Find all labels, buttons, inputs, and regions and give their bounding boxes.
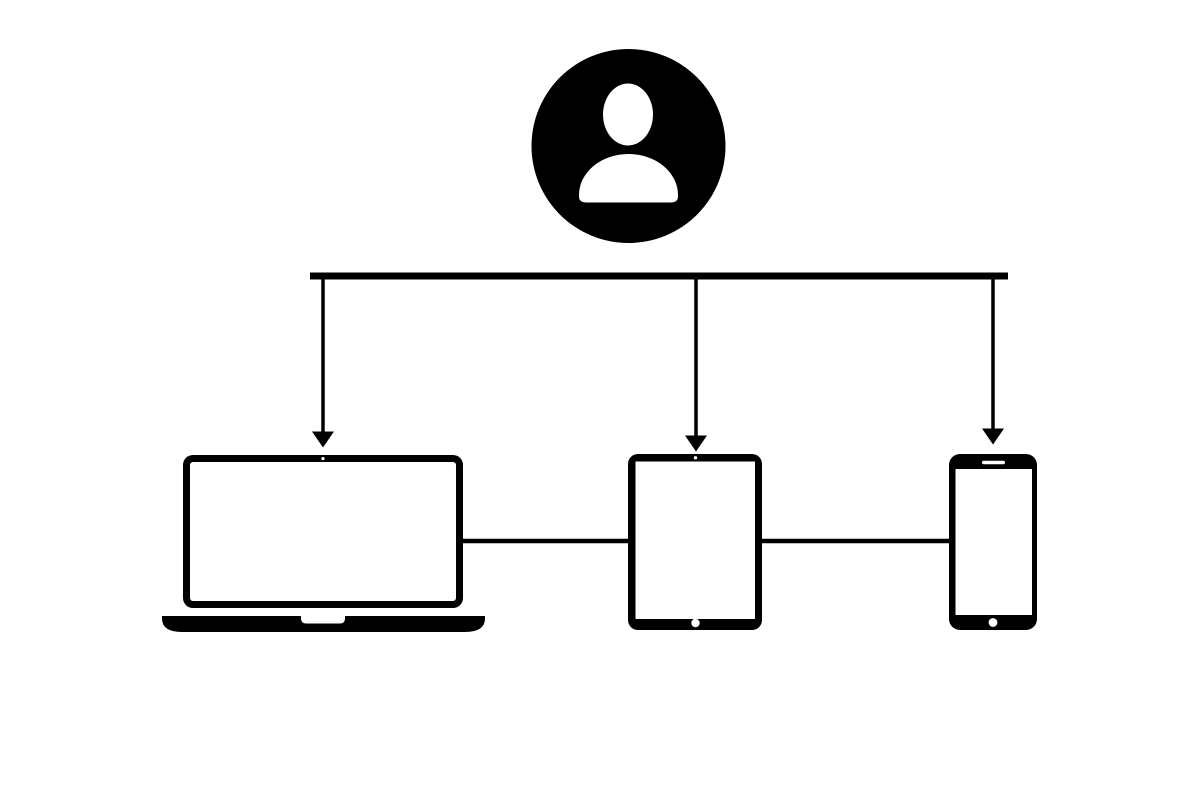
arrow-user-to-smartphone — [982, 276, 1004, 445]
arrow-user-to-laptop — [312, 276, 334, 448]
tablet-camera-dot — [693, 456, 698, 460]
laptop-screen — [190, 462, 456, 601]
user-avatar-icon — [531, 49, 726, 243]
laptop-base — [162, 616, 485, 632]
arrowhead-down-icon — [312, 431, 334, 448]
tablet-screen — [635, 461, 755, 619]
avatar-circle — [531, 49, 726, 243]
arrowhead-down-icon — [982, 428, 1004, 445]
phone-home-button — [988, 618, 998, 627]
hub-connector — [310, 272, 1008, 452]
laptop-icon — [162, 455, 485, 632]
tablet-home-button — [691, 618, 700, 628]
avatar-head — [603, 83, 653, 146]
laptop-webcam-dot — [321, 457, 325, 461]
arrowhead-down-icon — [685, 435, 707, 452]
tablet-icon — [628, 454, 762, 630]
avatar-shoulders — [579, 153, 678, 203]
laptop-hinge-notch — [301, 616, 345, 624]
arrow-user-to-tablet — [685, 276, 707, 452]
phone-speaker-slot — [982, 460, 1005, 465]
smartphone-icon — [949, 454, 1037, 630]
phone-screen — [955, 469, 1032, 615]
